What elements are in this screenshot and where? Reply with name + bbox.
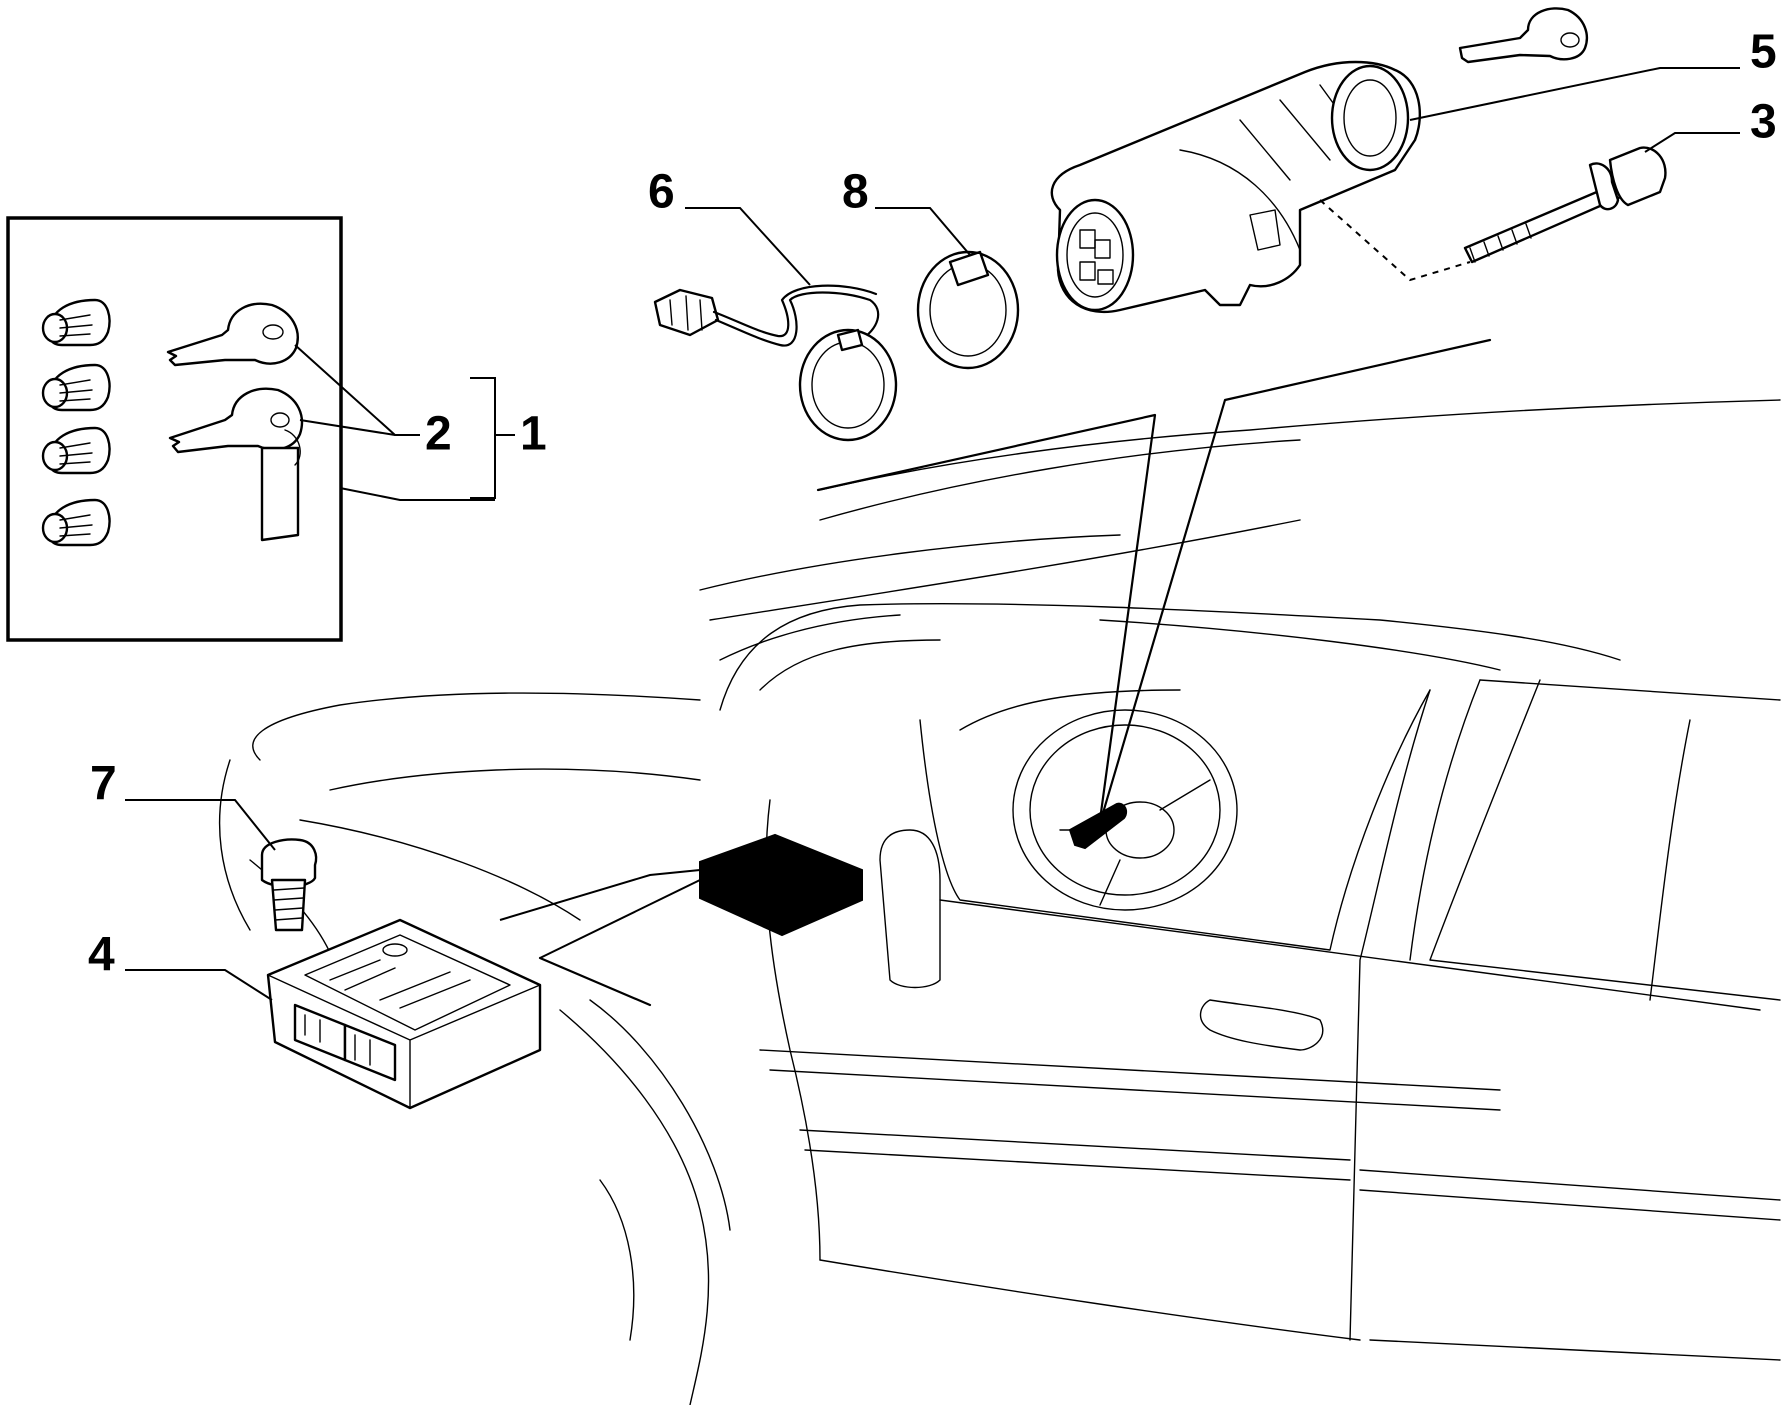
lock-cylinder-icon bbox=[41, 498, 111, 547]
callout-2: 2 bbox=[425, 408, 452, 461]
immobilizer-antenna-icon bbox=[653, 207, 898, 442]
callout-6: 6 bbox=[648, 166, 675, 219]
control-unit-icon bbox=[125, 918, 542, 1110]
callout-7: 7 bbox=[90, 758, 117, 811]
callout-4: 4 bbox=[88, 929, 115, 982]
lock-cylinder-icon bbox=[41, 363, 111, 412]
callout-5: 5 bbox=[1750, 26, 1777, 79]
ignition-switch-icon bbox=[1050, 60, 1740, 313]
lock-cylinder-icon bbox=[41, 426, 111, 475]
ignition-lock-marker bbox=[1068, 802, 1128, 850]
pointer-beam bbox=[816, 338, 1492, 842]
lock-set-box bbox=[6, 216, 495, 642]
shear-bolt-icon bbox=[1463, 132, 1740, 264]
lock-cylinder-icon bbox=[41, 298, 111, 347]
group-bracket bbox=[470, 377, 515, 499]
key-icon bbox=[166, 302, 299, 367]
key-icon bbox=[1458, 7, 1589, 64]
immobilizer-unit-on-car bbox=[699, 833, 863, 937]
car-outline bbox=[218, 399, 1781, 1405]
key-with-tag-icon bbox=[168, 387, 304, 542]
callout-1: 1 bbox=[520, 408, 547, 461]
antenna-ring-icon bbox=[875, 207, 1020, 370]
callout-8: 8 bbox=[842, 166, 869, 219]
bolt-icon bbox=[125, 799, 318, 932]
callout-3: 3 bbox=[1750, 96, 1777, 149]
